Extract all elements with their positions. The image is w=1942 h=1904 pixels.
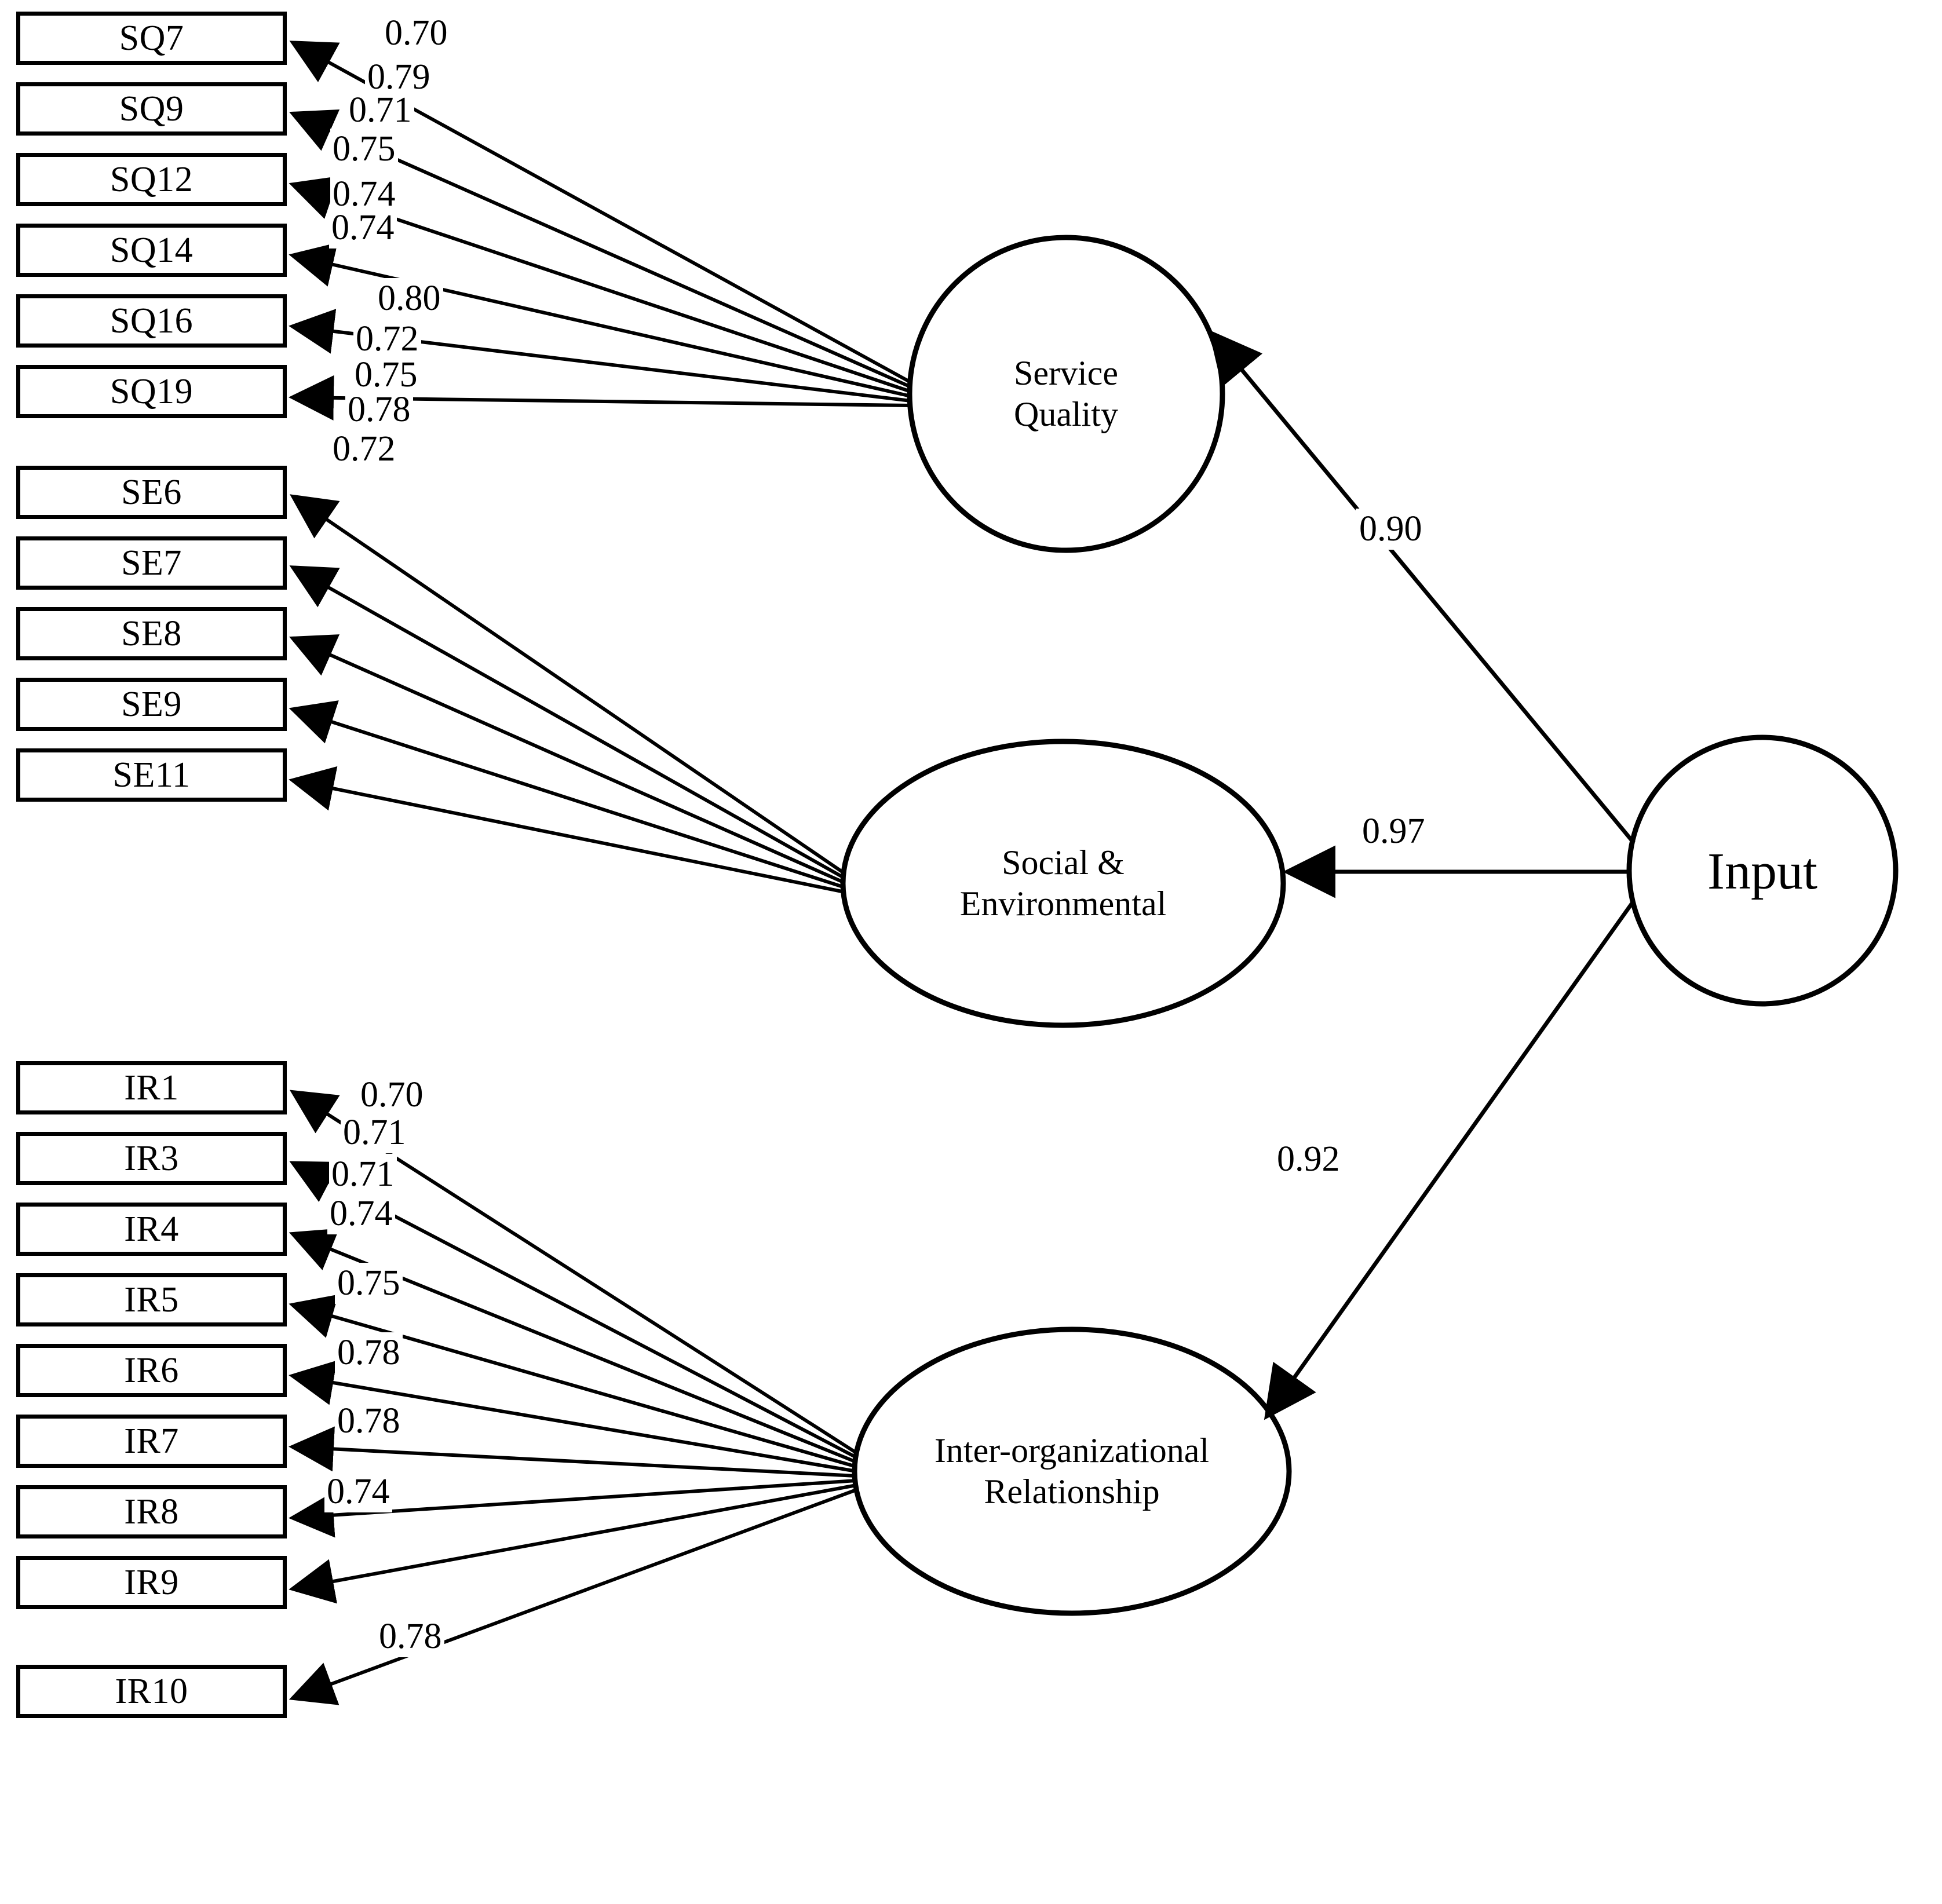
indicator-box-se11[interactable]: SE11 [16,748,287,802]
indicator-box-se7[interactable]: SE7 [16,536,287,590]
loading-label-ir9: 0.74 [324,1471,392,1512]
latent-node-input[interactable] [1626,734,1899,1007]
loading-label-ir8: 0.78 [335,1401,403,1442]
indicator-box-se8[interactable]: SE8 [16,607,287,660]
indicator-box-se9[interactable]: SE9 [16,678,287,731]
latent-node-social-environmental[interactable] [840,739,1286,1028]
loading-label-se9: 0.78 [345,389,413,430]
indicator-box-ir1[interactable]: IR1 [16,1061,287,1114]
indicator-box-sq7[interactable]: SQ7 [16,12,287,65]
loading-label-sq7: 0.70 [382,13,450,54]
indicator-box-ir6[interactable]: IR6 [16,1344,287,1397]
loading-label-ir6: 0.75 [335,1263,403,1304]
loading-label-ir3: 0.71 [341,1112,408,1153]
latent-node-inter-organizational[interactable] [852,1326,1292,1616]
loading-label-se8: 0.75 [352,355,420,396]
indicator-box-sq12[interactable]: SQ12 [16,153,287,206]
indicator-box-ir8[interactable]: IR8 [16,1485,287,1538]
loading-label-se11: 0.72 [330,429,398,470]
indicator-box-ir3[interactable]: IR3 [16,1132,287,1185]
loading-label-ir4: 0.71 [329,1154,397,1195]
path-label-input-social-environmental: 0.97 [1359,811,1429,852]
indicator-box-ir4[interactable]: IR4 [16,1203,287,1256]
indicator-box-sq14[interactable]: SQ14 [16,224,287,277]
loading-label-se6: 0.80 [375,278,443,319]
path-input-to-inter-org [1264,899,1636,1420]
indicator-box-sq19[interactable]: SQ19 [16,365,287,418]
loading-label-ir10: 0.78 [377,1616,444,1657]
loading-label-ir1: 0.70 [358,1075,426,1116]
loading-label-ir5: 0.74 [327,1193,395,1234]
indicator-box-sq16[interactable]: SQ16 [16,294,287,348]
structural-arrows [1209,330,1636,1420]
indicator-box-ir10[interactable]: IR10 [16,1665,287,1718]
path-label-input-service-quality: 0.90 [1356,509,1426,550]
loading-label-sq12: 0.71 [346,90,414,131]
path-input-to-service-quality [1209,330,1636,845]
indicator-box-ir7[interactable]: IR7 [16,1415,287,1468]
path-label-input-inter-organizational: 0.92 [1273,1139,1344,1180]
loading-label-sq14: 0.75 [330,129,398,170]
indicator-box-ir5[interactable]: IR5 [16,1273,287,1326]
indicator-box-ir9[interactable]: IR9 [16,1556,287,1609]
loading-label-ir7: 0.78 [335,1332,403,1373]
loading-label-sq19: 0.74 [329,207,397,248]
loading-label-se7: 0.72 [353,319,421,360]
indicator-box-sq9[interactable]: SQ9 [16,82,287,136]
latent-node-service-quality[interactable] [907,235,1225,553]
indicator-box-se6[interactable]: SE6 [16,466,287,519]
loading-arrows-social-environmental [289,494,846,894]
